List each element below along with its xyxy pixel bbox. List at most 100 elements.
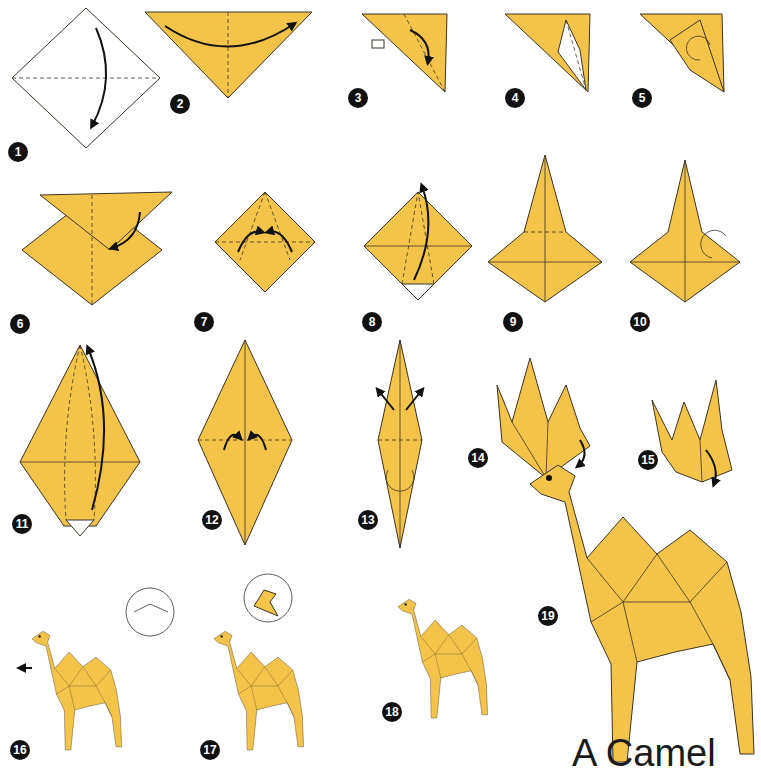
callout-number: 6 — [10, 314, 30, 334]
callout-number: 16 — [10, 740, 30, 760]
step-11-kite-part — [65, 345, 80, 520]
step-8-square-part — [364, 246, 472, 247]
step-15-figure-part — [706, 450, 716, 484]
step-8-square-part — [402, 192, 418, 284]
step-12-rhombus-part — [245, 340, 246, 545]
step-2-triangle — [145, 12, 312, 98]
step-4-triangle-part — [558, 20, 586, 90]
step-1-square-part — [92, 28, 106, 126]
step-7-square — [215, 192, 315, 292]
step-3-triangle-part — [410, 30, 429, 62]
callout-number: 18 — [382, 702, 402, 722]
step-5-triangle-part — [640, 14, 724, 92]
step-10-kite-part — [685, 160, 686, 302]
step-13-narrow-kite-part — [378, 390, 394, 410]
step-1-square-part — [12, 78, 160, 79]
step-6-square-part — [92, 195, 93, 305]
step-7-square-part — [240, 192, 265, 260]
step-12-rhombus-part — [198, 340, 292, 545]
step-8-square — [364, 186, 472, 300]
step-5-triangle — [640, 14, 724, 92]
step-2-triangle-part — [165, 24, 294, 47]
step-12-rhombus — [198, 340, 292, 545]
step-3-triangle-part — [372, 40, 384, 48]
step-13-narrow-kite-part — [378, 340, 422, 548]
step-13-narrow-kite-part — [400, 340, 401, 548]
callout-number: 17 — [200, 740, 220, 760]
step-12-rhombus-part — [224, 435, 240, 450]
step-13-narrow-kite-part — [386, 470, 414, 491]
step-17-camel-part — [214, 631, 304, 750]
step-12-rhombus-part — [198, 440, 292, 441]
callout-number: 10 — [630, 312, 650, 332]
step-14-figure-part — [512, 422, 546, 478]
callout-number: 2 — [170, 94, 190, 114]
step-12-rhombus-part — [250, 435, 266, 450]
callout-number: 7 — [194, 312, 214, 332]
step-17-camel-part — [254, 590, 278, 616]
step-9-kite-part — [545, 155, 546, 302]
step-1-square-part — [12, 8, 160, 148]
step-9-kite-part — [488, 262, 602, 263]
step-8-square-part — [402, 284, 434, 300]
step-7-square-part — [265, 192, 290, 260]
step-10-kite-part — [630, 262, 740, 263]
step-19-camel-part — [530, 465, 754, 762]
caption: A Camel — [572, 734, 716, 772]
step-4-triangle-part — [566, 20, 586, 90]
step-16-camel-part — [134, 604, 168, 612]
step-16-camel — [20, 588, 174, 750]
step-15-figure-part — [652, 380, 732, 482]
step-15-figure-part — [700, 440, 702, 482]
step-13-narrow-kite — [378, 340, 422, 548]
step-7-square-part — [215, 192, 315, 292]
step-3-triangle-part — [404, 14, 445, 92]
step-3-triangle — [362, 14, 447, 92]
step-4-triangle — [505, 14, 590, 92]
step-18-camel-part — [398, 599, 488, 718]
step-18-camel — [398, 599, 488, 718]
callout-number: 11 — [12, 514, 32, 534]
callout-number: 8 — [362, 312, 382, 332]
callout-number: 5 — [632, 88, 652, 108]
step-17-camel — [214, 574, 304, 750]
step-11-kite-part — [20, 345, 140, 526]
callout-number: 9 — [503, 312, 523, 332]
step-1-square — [12, 8, 160, 148]
step-14-figure-part — [497, 358, 590, 478]
step-16-camel-part — [126, 588, 174, 636]
step-11-kite — [20, 345, 140, 536]
step-10-kite — [630, 160, 740, 302]
callout-number: 14 — [468, 448, 488, 468]
step-7-square-part — [238, 231, 262, 252]
step-14-figure-part — [546, 422, 548, 478]
step-8-square-part — [364, 192, 472, 300]
callout-number: 1 — [8, 142, 28, 162]
step-11-kite-part — [80, 345, 95, 520]
step-7-square-part — [215, 242, 315, 243]
step-6-square-part — [112, 212, 140, 248]
step-6-square-part — [40, 192, 172, 250]
step-8-square-part — [418, 192, 434, 284]
step-2-triangle-part — [145, 12, 312, 98]
step-11-kite-part — [66, 520, 94, 536]
step-13-narrow-kite-part — [406, 390, 422, 410]
step-9-kite — [488, 155, 602, 302]
callout-number: 13 — [358, 510, 378, 530]
step-9-kite-part — [524, 232, 566, 233]
step-3-triangle-part — [362, 14, 447, 92]
callout-number: 15 — [638, 450, 658, 470]
step-16-camel-part — [20, 667, 32, 669]
step-11-kite-part — [20, 462, 140, 463]
step-10-kite-part — [701, 230, 726, 258]
step-5-triangle-part — [686, 36, 710, 60]
step-8-square-part — [414, 186, 428, 280]
step-4-triangle-part — [505, 14, 590, 92]
step-17-camel-part — [244, 574, 292, 622]
step-5-triangle-part — [670, 20, 724, 92]
callout-number: 12 — [202, 510, 222, 530]
callout-number: 19 — [538, 606, 558, 626]
step-19-camel — [530, 465, 754, 762]
step-7-square-part — [268, 231, 292, 252]
